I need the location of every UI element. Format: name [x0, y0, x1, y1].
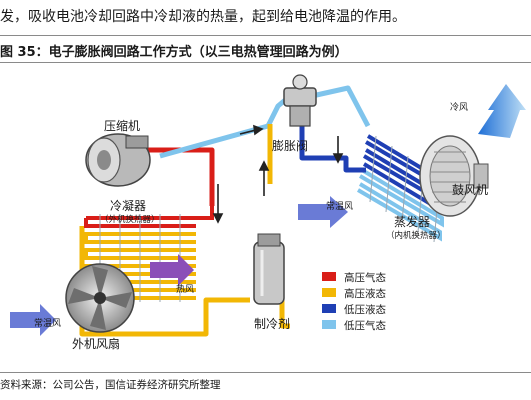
compressor-label: 压缩机 — [104, 118, 140, 133]
intro-text-content: 发，吸收电池冷却回路中冷却液的热量，起到给电池降温的作用。 — [0, 9, 406, 25]
flow-arrows — [212, 124, 344, 224]
figure-caption-bar: 图 35：电子膨胀阀回路工作方式（以三电热管理回路为例） — [0, 35, 531, 63]
blower-label: 鼓风机 — [452, 183, 488, 197]
normal-air-arrow-left — [10, 304, 56, 336]
expansion-valve — [283, 74, 317, 127]
evaporator-label: 蒸发器 — [394, 214, 430, 229]
cold-air-label: 冷风 — [450, 101, 468, 113]
source-note-bar: 资料来源：公司公告，国信证券经济研究所整理 — [0, 372, 531, 391]
legend-label-low-pressure-gas: 低压气态 — [344, 319, 386, 332]
figure-caption: 图 35：电子膨胀阀回路工作方式（以三电热管理回路为例） — [0, 45, 348, 60]
condenser-label: 冷凝器 — [110, 198, 146, 213]
legend-label-high-pressure-gas: 高压气态 — [344, 271, 386, 284]
compressor — [85, 133, 151, 187]
normal-air-left-label: 常温风 — [34, 317, 61, 329]
legend-item-high-pressure-gas: 高压气态 — [322, 271, 386, 284]
legend-item-low-pressure-liquid: 低压液态 — [322, 303, 386, 316]
evaporator-tubes-light — [356, 168, 444, 242]
normal-air-right-label: 常温风 — [326, 200, 353, 212]
condenser-tubes-red — [84, 206, 214, 228]
expansion-valve-label: 膨胀阀 — [272, 139, 308, 153]
pipe-low-pressure-liquid — [299, 121, 366, 173]
pipe-high-pressure-liquid-riser — [279, 296, 290, 329]
pipe-low-pressure-gas-return — [311, 85, 371, 128]
blower — [419, 135, 489, 217]
evaporator-sublabel: （内机换热器） — [386, 230, 446, 241]
hot-air-label: 热风 — [176, 283, 194, 295]
legend-swatch-high-pressure-gas — [322, 272, 336, 281]
legend-swatch-high-pressure-liquid — [322, 288, 336, 297]
legend-label-high-pressure-liquid: 高压液态 — [344, 287, 386, 300]
intro-text: 发，吸收电池冷却回路中冷却液的热量，起到给电池降温的作用。 — [0, 6, 531, 26]
hot-air-arrow — [150, 254, 194, 286]
outdoor-fan — [65, 263, 135, 333]
pipe-high-pressure-gas — [138, 147, 215, 206]
receiver-drier-label: 制冷剂 — [254, 316, 290, 331]
cold-air-arrow — [478, 84, 526, 138]
outdoor-fan-label: 外机风扇 — [72, 336, 120, 351]
legend: 高压气态 高压液态 低压液态 低压气态 — [322, 271, 386, 332]
condenser-sublabel: （外机换热器） — [100, 214, 160, 225]
evaporator-coil — [356, 134, 450, 243]
receiver-drier — [253, 233, 285, 305]
legend-swatch-low-pressure-liquid — [322, 304, 336, 313]
source-note: 资料来源：公司公告，国信证券经济研究所整理 — [0, 379, 221, 391]
legend-swatch-low-pressure-gas — [322, 320, 336, 329]
legend-item-low-pressure-gas: 低压气态 — [322, 319, 386, 332]
legend-item-high-pressure-liquid: 高压液态 — [322, 287, 386, 300]
legend-label-low-pressure-liquid: 低压液态 — [344, 303, 386, 316]
refrigerant-circuit-diagram: 压缩机 冷凝器 （外机换热器） 热风 常温风 外机风扇 制冷剂 膨胀阀 冷风 鼓… — [10, 74, 526, 351]
normal-air-arrow-right — [298, 196, 348, 228]
